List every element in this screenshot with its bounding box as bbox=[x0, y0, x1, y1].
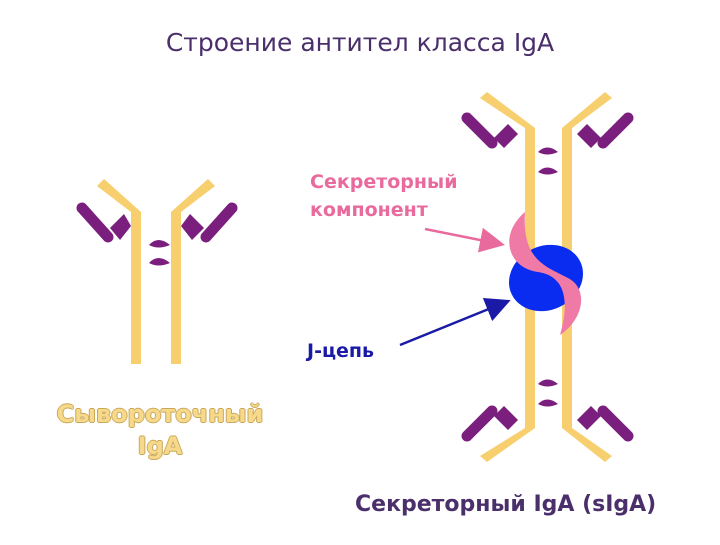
heavy-chain bbox=[480, 300, 612, 462]
secretory-component-shape bbox=[509, 212, 582, 335]
light-chain bbox=[461, 112, 634, 149]
heavy-chain bbox=[480, 92, 612, 278]
light-chain bbox=[76, 202, 238, 243]
lower-monomer bbox=[461, 300, 634, 462]
heavy-chain bbox=[97, 179, 215, 364]
serum-iga-label: Сывороточный IgA bbox=[56, 400, 264, 460]
secretory-iga-dimer bbox=[461, 92, 634, 462]
j-chain-arrow bbox=[399, 297, 511, 347]
disulfide-bonds bbox=[538, 147, 558, 175]
secretory-component-label: Секреторный компонент bbox=[310, 171, 458, 221]
page-title: Строение антител класса IgA bbox=[165, 28, 555, 57]
light-chain bbox=[461, 405, 634, 442]
secretory-component-arrow bbox=[424, 227, 505, 253]
disulfide-bonds bbox=[149, 240, 170, 266]
upper-monomer bbox=[461, 92, 634, 278]
serum-iga-antibody bbox=[76, 179, 238, 364]
j-chain-label: J-цепь bbox=[307, 340, 375, 362]
secretory-iga-label: Секреторный IgA (sIgA) bbox=[355, 492, 657, 517]
disulfide-bonds bbox=[538, 379, 558, 407]
